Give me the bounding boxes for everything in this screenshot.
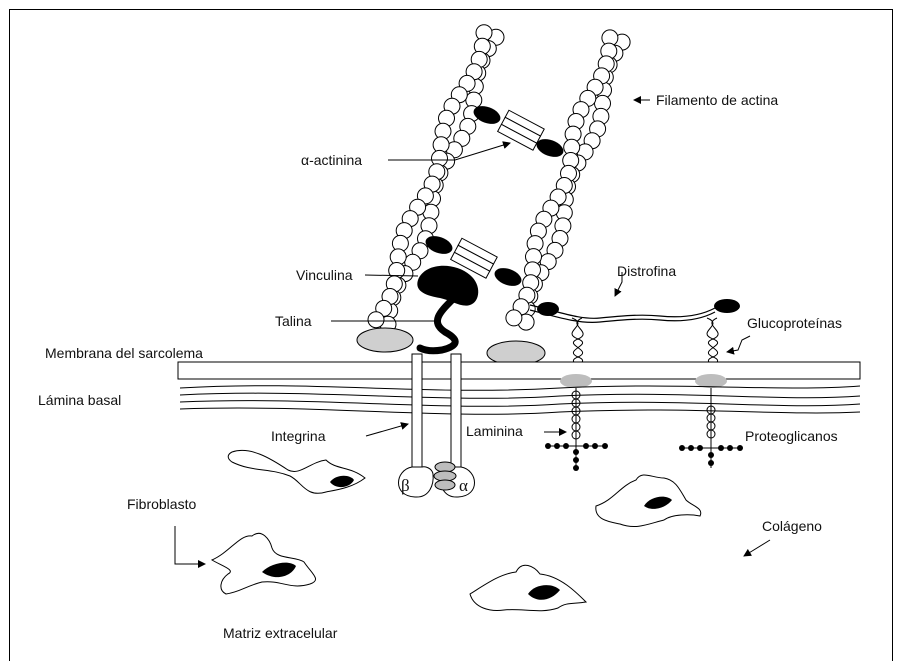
label-dystrophin: Distrofina — [617, 263, 676, 279]
label-actin-filament: Filamento de actina — [656, 92, 778, 108]
label-integrin-beta: β — [401, 476, 410, 495]
glycoprotein-anchor-left — [560, 374, 592, 388]
label-extracellular-matrix: Matriz extracelular — [223, 625, 338, 641]
label-proteoglycans: Proteoglicanos — [745, 428, 838, 444]
alpha-actinin-upper — [471, 103, 566, 161]
fibroblast-cell-1 — [228, 450, 365, 493]
sarcolemma-membrane — [178, 362, 860, 379]
label-integrin: Integrina — [271, 428, 326, 444]
actin-monomer — [368, 312, 384, 328]
leader-collagen — [744, 540, 770, 556]
label-collagen: Colágeno — [762, 518, 822, 534]
fibroblast-cell-2 — [212, 533, 316, 594]
label-glycoproteins: Glucoproteínas — [747, 315, 842, 331]
dystrophin-end-right — [714, 299, 740, 313]
actin-filament-right — [506, 30, 630, 330]
label-basal-lamina: Lámina basal — [38, 392, 121, 408]
basal-lamina — [180, 386, 860, 415]
talin-protein — [420, 300, 455, 351]
label-fibroblast: Fibroblasto — [127, 496, 196, 512]
leader-glycoproteins — [727, 336, 750, 352]
label-sarcolemma: Membrana del sarcolema — [45, 345, 203, 361]
dystrophin-end-left — [537, 302, 559, 316]
label-alpha-actinin: α-actinina — [301, 152, 362, 168]
label-talin: Talina — [275, 313, 312, 329]
anchor-protein-left — [357, 328, 413, 352]
leader-fibroblast — [175, 526, 205, 564]
label-vinculin: Vinculina — [296, 267, 353, 283]
fibroblast-cell-4 — [470, 565, 586, 611]
label-laminin: Laminina — [466, 423, 523, 439]
label-integrin-alpha: α — [459, 476, 468, 495]
fibroblast-cell-3 — [596, 475, 701, 527]
glycoprotein-anchor-right — [695, 374, 727, 388]
anchor-protein-right — [487, 341, 545, 365]
leader-integrin — [366, 424, 408, 436]
laminin-left — [548, 388, 605, 468]
actin-monomer — [506, 310, 522, 326]
